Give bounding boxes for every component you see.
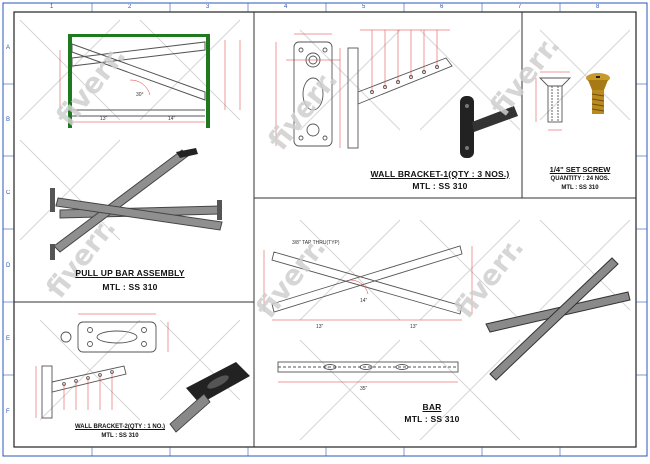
watermark-text: fiverr. <box>448 231 531 324</box>
bar-top-view: 3/8" TAP THRU(TYP) 13" 13" 14" <box>263 240 473 330</box>
bar-material: MTL : SS 310 <box>404 414 460 424</box>
screw-drawing <box>535 71 572 131</box>
zone-ticks <box>3 3 647 456</box>
bracket2-title: WALL BRACKET-2(QTY : 1 NO.) <box>74 424 166 430</box>
inner-border <box>13 11 637 448</box>
bracket2-material: MTL : SS 310 <box>101 433 139 439</box>
screw-material: MTL : SS 310 <box>561 185 599 191</box>
screw-3d-view <box>586 73 610 114</box>
zone-label-left: C <box>6 190 11 196</box>
pullup-3d-view <box>50 148 223 260</box>
watermark-text: fiverr. <box>250 231 333 324</box>
dim-tap-note: 3/8" TAP THRU(TYP) <box>292 240 340 246</box>
zone-label-left: B <box>6 117 11 123</box>
zone-label-top: 1 <box>50 4 54 10</box>
watermark-text: fiverr. <box>484 29 567 122</box>
bracket1-plate-view <box>275 33 340 147</box>
watermark-text: fiverr. <box>50 39 133 132</box>
dim-bar-half-left: 13" <box>316 324 324 330</box>
outer-border <box>2 2 648 457</box>
bracket1-title: WALL BRACKET-1(QTY : 3 NOS.) <box>370 169 510 179</box>
dim-bar-center: 14" <box>360 298 368 304</box>
dim-frame-left: 13" <box>100 116 108 122</box>
bracket1-3d-view <box>460 96 518 158</box>
zone-label-top: 6 <box>440 4 444 10</box>
zone-label-top: 3 <box>206 4 210 10</box>
zone-label-top: 4 <box>284 4 288 10</box>
bracket1-material: MTL : SS 310 <box>412 181 468 191</box>
zone-label-left: D <box>6 263 11 269</box>
dim-bar-half-right: 13" <box>410 324 418 330</box>
bar-3d-view <box>485 257 631 381</box>
pullup-material: MTL : SS 310 <box>102 282 158 292</box>
screw-quantity: QUANTITY : 24 NOS. <box>550 176 610 182</box>
bracket2-side-view <box>35 365 127 419</box>
bracket1-side-view <box>339 29 453 149</box>
dim-bar-length: 35" <box>360 386 368 392</box>
zone-label-left: F <box>6 409 10 415</box>
dim-angle: 30° <box>136 92 144 98</box>
bracket2-plate-view <box>60 313 169 353</box>
zone-label-top: 7 <box>518 4 522 10</box>
bracket2-3d-view <box>169 362 250 433</box>
bar-side-view: 35" <box>277 361 459 392</box>
zone-label-top: 5 <box>362 4 366 10</box>
bar-title: BAR <box>422 402 442 412</box>
zone-label-left: A <box>6 45 11 51</box>
zone-label-top: 8 <box>596 4 600 10</box>
pullup-title: PULL UP BAR ASSEMBLY <box>75 268 185 278</box>
panel-dividers <box>14 12 636 447</box>
zone-label-top: 2 <box>128 4 132 10</box>
pullup-front-view: 13" 14" 30° <box>59 34 241 128</box>
screw-title: 1/4" SET SCREW <box>549 165 611 174</box>
zone-label-left: E <box>6 336 11 342</box>
dim-frame-right: 14" <box>168 116 176 122</box>
